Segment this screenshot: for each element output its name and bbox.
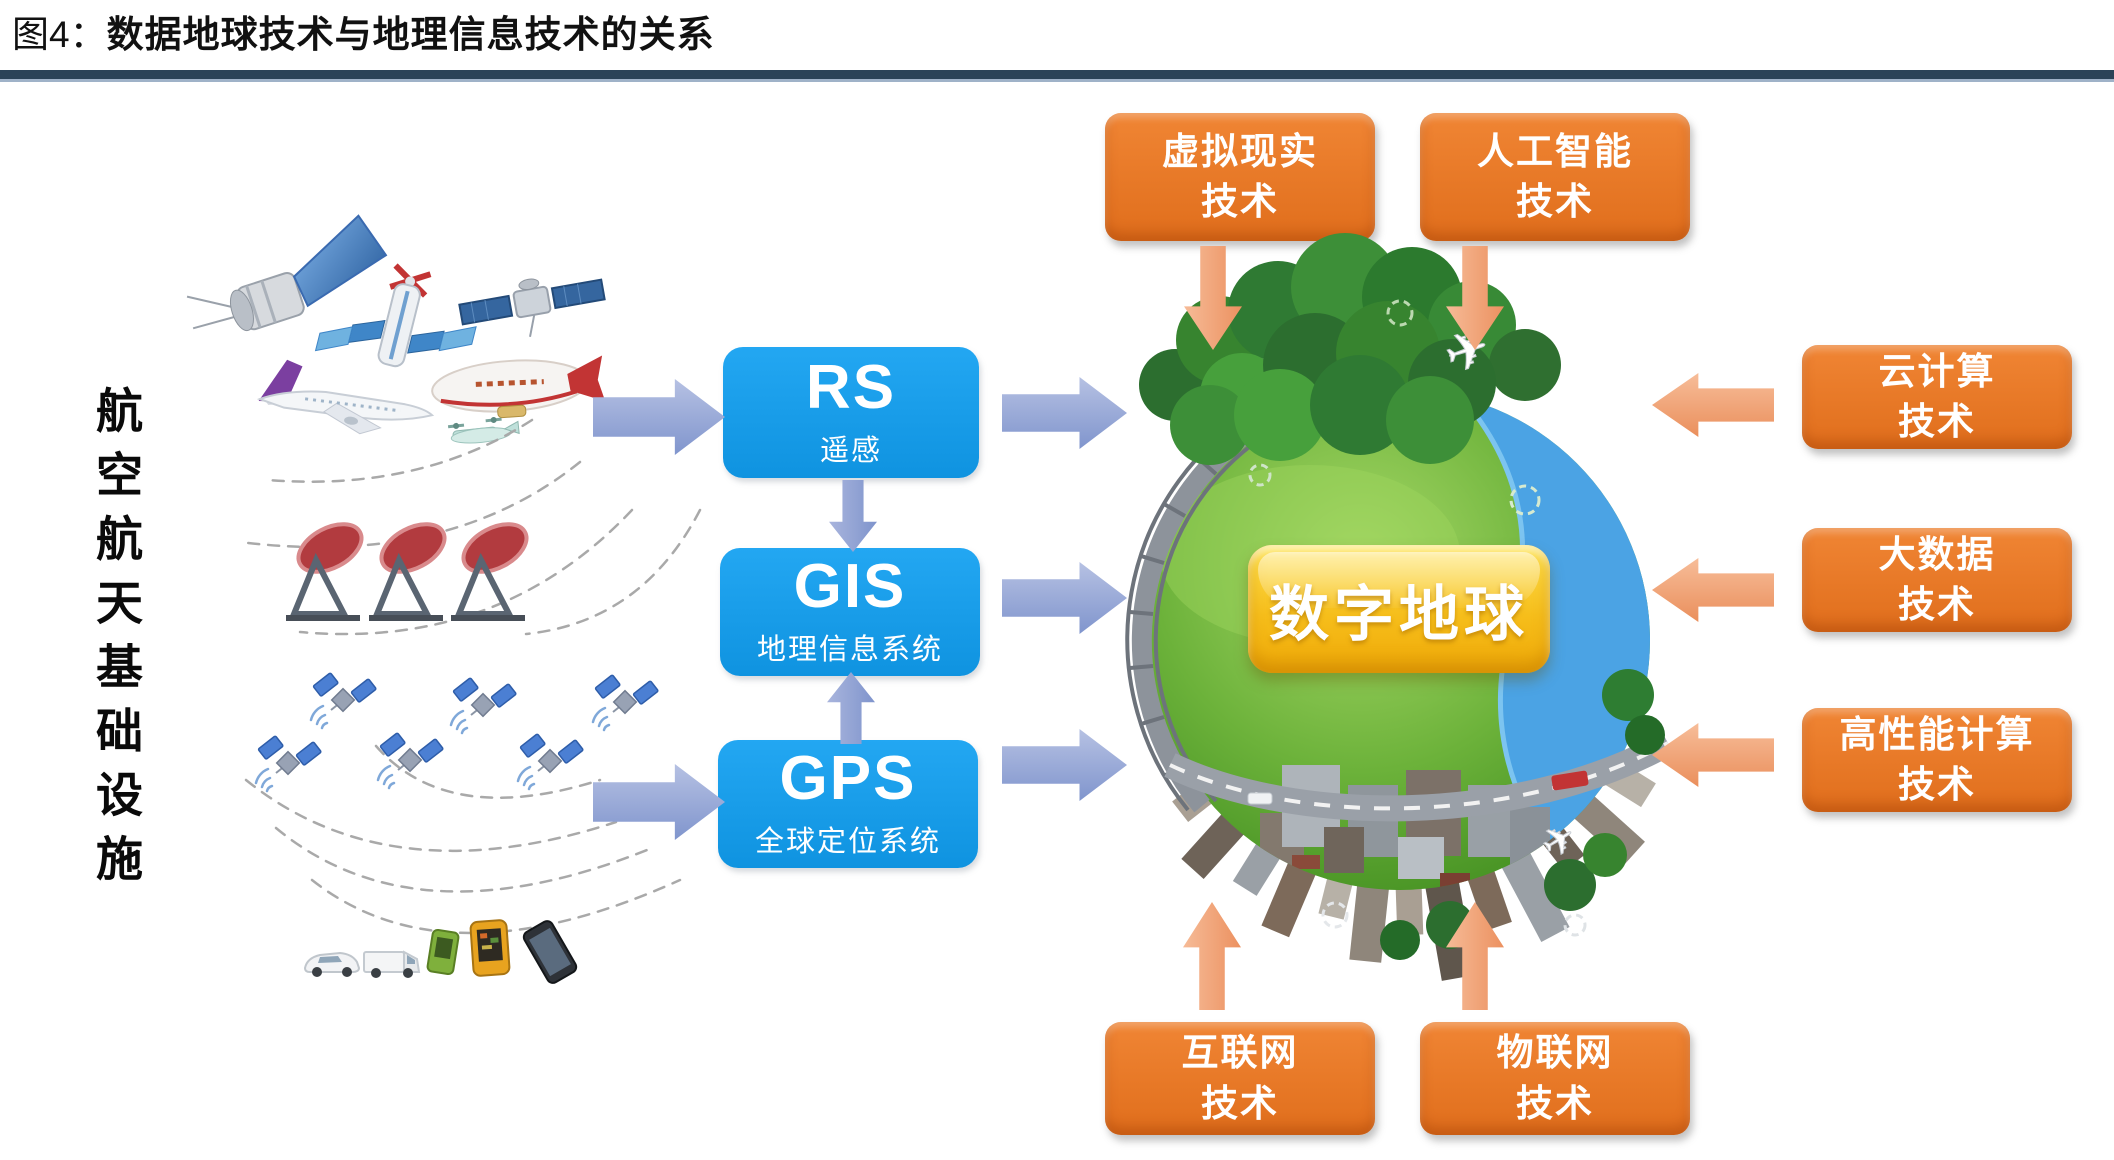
signal-arcs-lower	[244, 744, 682, 935]
hpc-tech-box: 高性能计算 技术	[1802, 708, 2072, 812]
smartphone-icon	[522, 920, 578, 984]
dish-antenna-icon	[451, 514, 534, 618]
handheld-device-icon	[426, 928, 460, 976]
gis-abbr: GIS	[793, 552, 907, 621]
gps-box: GPS 全球定位系统	[718, 740, 978, 868]
dish-antenna-icon	[286, 514, 369, 618]
satellite-icon	[376, 731, 445, 790]
title-divider	[0, 70, 2114, 79]
internet-tech-line1: 互联网	[1181, 1032, 1299, 1074]
gps-receiver-icon	[469, 919, 511, 977]
satellite-icon	[309, 671, 378, 730]
rs-box: RS 遥感	[723, 347, 979, 478]
internet-tech-box: 互联网 技术	[1105, 1022, 1375, 1135]
digital-earth-label-text: 数字地球	[1269, 580, 1529, 648]
dish-antenna-icon	[369, 514, 452, 618]
vr-tech-box: 虚拟现实 技术	[1105, 113, 1375, 241]
gis-name: 地理信息系统	[756, 634, 943, 666]
van-icon	[363, 950, 421, 978]
gps-name: 全球定位系统	[754, 826, 941, 858]
figure-title-text: 数据地球技术与地理信息技术的关系	[106, 14, 715, 55]
airplane-icon	[256, 359, 435, 435]
bus	[1551, 770, 1589, 791]
signal-arcs-upper	[238, 418, 702, 636]
satellite-icon	[516, 732, 585, 791]
figure-title: 图4：数据地球技术与地理信息技术的关系	[12, 4, 715, 58]
gis-box: GIS 地理信息系统	[720, 548, 980, 676]
satellite-icon	[186, 214, 388, 332]
figure-number: 图4：	[12, 14, 107, 55]
iot-tech-line2: 技术	[1516, 1082, 1594, 1124]
highway	[1164, 731, 1675, 822]
ai-tech-line2: 技术	[1516, 181, 1594, 222]
digital-earth-illustration: ✈ ✈	[1125, 233, 1675, 981]
rs-abbr: RS	[805, 352, 897, 422]
vr-tech-line2: 技术	[1201, 181, 1279, 222]
title-divider-accent	[0, 79, 2114, 82]
aerospace-infrastructure-label: 航空航天基础设施	[89, 386, 142, 898]
vr-tech-line1: 虚拟现实	[1162, 130, 1318, 172]
cloud-tech-line2: 技术	[1898, 401, 1976, 442]
digital-earth-label: 数字地球	[1248, 545, 1550, 673]
drone-icon	[447, 416, 520, 444]
bigdata-tech-line2: 技术	[1898, 584, 1976, 625]
satellite-icon	[449, 676, 518, 735]
car-icon	[303, 951, 361, 977]
aerospace-illustration	[186, 214, 702, 984]
forest	[1139, 233, 1665, 960]
swirl-decorations	[1248, 299, 1587, 937]
gps-abbr: GPS	[779, 744, 917, 813]
bigdata-tech-box: 大数据 技术	[1802, 528, 2072, 632]
internet-tech-line2: 技术	[1201, 1082, 1279, 1124]
satellite-icon	[591, 673, 660, 732]
cloud-tech-box: 云计算 技术	[1802, 345, 2072, 449]
satellite-icon	[458, 278, 606, 338]
iot-tech-line1: 物联网	[1496, 1032, 1614, 1074]
rs-name: 遥感	[819, 434, 882, 467]
hpc-tech-line2: 技术	[1898, 764, 1976, 805]
satellite-icon	[314, 263, 477, 368]
ai-tech-line1: 人工智能	[1477, 130, 1633, 172]
arrow-gps-to-gis	[827, 672, 875, 744]
bigdata-tech-line1: 大数据	[1878, 533, 1996, 575]
ai-tech-box: 人工智能 技术	[1420, 113, 1690, 241]
hpc-tech-line1: 高性能计算	[1839, 713, 2035, 755]
arrow-rs-to-gis	[829, 480, 877, 552]
car-on-road	[1247, 792, 1273, 805]
cloud-tech-line1: 云计算	[1878, 350, 1996, 392]
airship-icon	[431, 355, 606, 419]
satellite-icon	[254, 734, 323, 793]
iot-tech-box: 物联网 技术	[1420, 1022, 1690, 1135]
